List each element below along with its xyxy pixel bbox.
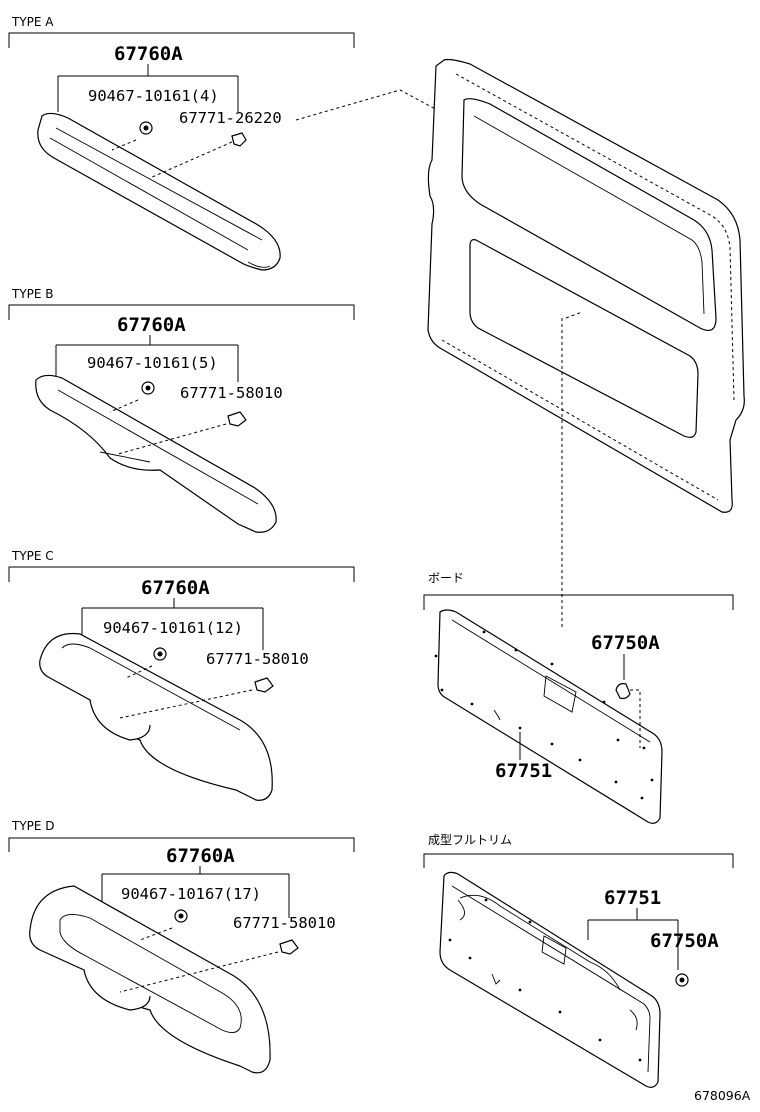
section-board: ボード 67750A 67751 (423, 571, 734, 824)
type-c-clip-part[interactable]: 90467-10161(12) (103, 619, 243, 637)
type-b-pin-icon (227, 411, 247, 427)
molded-holes (448, 898, 642, 1062)
molded-fastener-part[interactable]: 67750A (650, 930, 719, 952)
section-type-a: TYPE A 67760A 90467-10161(4) 67771-26220 (8, 15, 546, 271)
board-bracket (423, 594, 734, 610)
molded-bracket (423, 853, 734, 868)
type-a-garnish (37, 112, 281, 271)
board-panel (437, 609, 663, 824)
type-c-main-part[interactable]: 67760A (141, 577, 210, 599)
molded-header: 成型フルトリム (428, 833, 512, 847)
type-b-header: TYPE B (11, 287, 54, 301)
type-c-leader (81, 598, 264, 650)
drawing-reference: 678096A (694, 1088, 751, 1103)
type-a-leader (57, 64, 239, 112)
type-a-bracket (8, 32, 355, 48)
type-a-clip-icon (139, 121, 153, 135)
section-type-b: TYPE B 67760A 90467-10161(5) 67771-58010 (8, 287, 355, 533)
type-c-bracket (8, 566, 355, 582)
type-a-pin-part[interactable]: 67771-26220 (179, 109, 282, 127)
molded-panel-part[interactable]: 67751 (604, 887, 661, 909)
type-d-header: TYPE D (11, 819, 55, 833)
type-a-main-part[interactable]: 67760A (114, 43, 183, 65)
type-b-clip-icon (141, 381, 155, 395)
section-molded: 成型フルトリム 67751 67750A (423, 833, 734, 1088)
type-d-bracket (8, 837, 355, 852)
type-d-main-part[interactable]: 67760A (166, 845, 235, 867)
section-type-d: TYPE D 67760A 90467-10167(17) 67771-5801… (8, 819, 355, 1074)
board-header: ボード (428, 571, 464, 585)
back-door-lower-recess (469, 239, 699, 438)
board-fastener-icon (615, 683, 631, 700)
back-door-panel (427, 58, 745, 630)
type-d-clip-icon (174, 909, 188, 923)
board-fastener-part[interactable]: 67750A (591, 632, 660, 654)
type-d-pin-part[interactable]: 67771-58010 (233, 914, 336, 932)
type-b-leader (55, 335, 239, 382)
type-d-clip-part[interactable]: 90467-10167(17) (121, 885, 261, 903)
type-b-main-part[interactable]: 67760A (117, 314, 186, 336)
molded-fastener-icon (675, 973, 689, 987)
type-c-pin-part[interactable]: 67771-58010 (206, 650, 309, 668)
molded-panel (439, 871, 661, 1088)
type-b-pin-part[interactable]: 67771-58010 (180, 384, 283, 402)
type-b-clip-part[interactable]: 90467-10161(5) (87, 354, 218, 372)
type-b-bracket (8, 304, 355, 320)
type-a-header: TYPE A (11, 15, 54, 29)
type-c-clip-icon (153, 647, 167, 661)
type-c-header: TYPE C (11, 549, 54, 563)
board-panel-part[interactable]: 67751 (495, 760, 552, 782)
type-d-pin-icon (279, 939, 299, 955)
back-door-window (461, 98, 717, 331)
section-type-c: TYPE C 67760A 90467-10161(12) 67771-5801… (8, 549, 355, 801)
type-c-pin-icon (254, 677, 274, 693)
type-d-leader (101, 866, 290, 918)
type-a-clip-part[interactable]: 90467-10161(4) (88, 87, 219, 105)
type-b-garnish (35, 374, 277, 533)
board-holes (434, 630, 654, 800)
type-a-pin-icon (231, 132, 247, 147)
